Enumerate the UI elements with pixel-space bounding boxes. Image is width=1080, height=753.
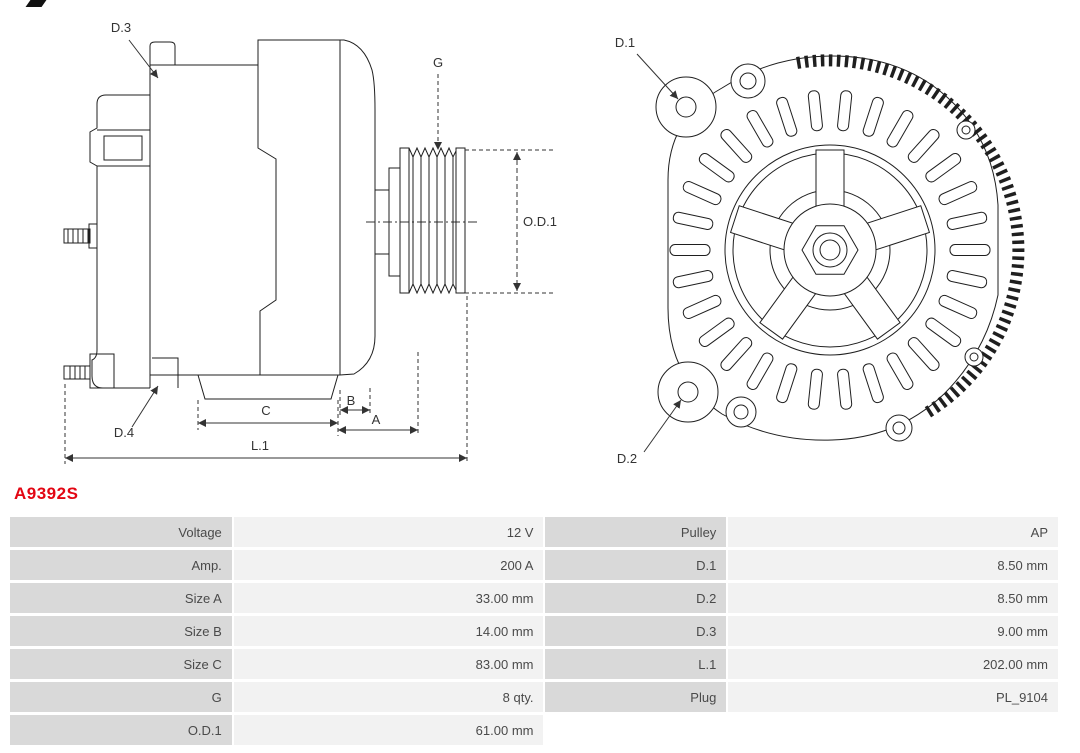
spec-label-cell: D.1 bbox=[545, 550, 727, 580]
dim-leader-d3 bbox=[128, 39, 159, 79]
spec-label-cell: Size B bbox=[10, 616, 232, 646]
mounting-hole-d2 bbox=[677, 381, 699, 403]
spec-value-cell: 33.00 mm bbox=[233, 583, 544, 613]
dim-leader-d2 bbox=[643, 399, 682, 453]
spec-row: O.D.1 61.00 mm bbox=[10, 715, 1058, 745]
mounting-lug-d1 bbox=[655, 76, 717, 138]
dim-label-d1: D.1 bbox=[615, 35, 635, 50]
spec-value-cell: 61.00 mm bbox=[233, 715, 544, 745]
spec-value-cell: 200 A bbox=[233, 550, 544, 580]
dim-label-d4: D.4 bbox=[114, 425, 134, 440]
spec-label-cell: Pulley bbox=[545, 517, 727, 547]
front-pulley bbox=[724, 144, 936, 356]
rear-housing-outline bbox=[89, 94, 150, 389]
mounting-holes bbox=[655, 63, 984, 442]
dim-label-g: G bbox=[433, 55, 443, 70]
dim-label-od1: O.D.1 bbox=[523, 214, 557, 229]
spec-label-cell: L.1 bbox=[545, 649, 727, 679]
spec-label-cell: G bbox=[10, 682, 232, 712]
dim-label-a: A bbox=[372, 412, 381, 427]
terminal-stud-top bbox=[63, 228, 91, 244]
spec-value-cell: 202.00 mm bbox=[728, 649, 1058, 679]
technical-diagram: D.3 G O.D.1 D.4 C B A L.1 bbox=[63, 20, 1025, 466]
spec-label-cell: D.2 bbox=[545, 583, 727, 613]
spec-row: Size B 14.00 mm D.3 9.00 mm bbox=[10, 616, 1058, 646]
dim-label-d3: D.3 bbox=[111, 20, 131, 35]
spec-label-cell: Size C bbox=[10, 649, 232, 679]
spec-row: Amp. 200 A D.1 8.50 mm bbox=[10, 550, 1058, 580]
rear-vent-window bbox=[103, 135, 143, 161]
spec-value-cell: 8 qty. bbox=[233, 682, 544, 712]
spec-label-cell: Size A bbox=[10, 583, 232, 613]
rear-housing-details bbox=[97, 129, 150, 167]
spec-row: Voltage 12 V Pulley AP bbox=[10, 517, 1058, 547]
od1-extension-lines bbox=[465, 149, 556, 294]
spec-table: Voltage 12 V Pulley AP Amp. 200 A D.1 8.… bbox=[10, 517, 1058, 745]
spec-value-cell: AP bbox=[728, 517, 1058, 547]
front-view-drawing: D.1 D.2 bbox=[615, 35, 1025, 466]
spec-value-cell: 83.00 mm bbox=[233, 649, 544, 679]
shaft-nut bbox=[801, 225, 859, 275]
side-view-drawing: D.3 G O.D.1 D.4 C B A L.1 bbox=[63, 20, 557, 464]
pulley bbox=[399, 146, 466, 295]
spec-row: Size A 33.00 mm D.2 8.50 mm bbox=[10, 583, 1058, 613]
spec-value-cell: PL_9104 bbox=[728, 682, 1058, 712]
spec-label-cell: Amp. bbox=[10, 550, 232, 580]
mounting-lug-d2 bbox=[657, 361, 719, 423]
spec-label-cell: D.3 bbox=[545, 616, 727, 646]
spec-value-cell: 14.00 mm bbox=[233, 616, 544, 646]
terminal-stud-bottom bbox=[63, 365, 91, 380]
spec-value-cell: 8.50 mm bbox=[728, 550, 1058, 580]
spec-value-cell: 9.00 mm bbox=[728, 616, 1058, 646]
part-number: A9392S bbox=[14, 484, 79, 503]
spec-label-cell: Voltage bbox=[10, 517, 232, 547]
mounting-hole-d1 bbox=[675, 96, 697, 118]
spec-value-cell: 8.50 mm bbox=[728, 583, 1058, 613]
dim-leader-d4 bbox=[131, 385, 159, 428]
terminal-stud-top-base bbox=[88, 223, 98, 249]
dim-label-b: B bbox=[347, 393, 356, 408]
spec-row: G 8 qty. Plug PL_9104 bbox=[10, 682, 1058, 712]
ventilation-slots bbox=[669, 90, 991, 410]
terminal-stud-top-threads bbox=[67, 229, 89, 243]
spec-row: Size C 83.00 mm L.1 202.00 mm bbox=[10, 649, 1058, 679]
front-housing-outline bbox=[149, 39, 376, 400]
terminal-stud-bottom-threads bbox=[69, 366, 91, 379]
dim-label-d2: D.2 bbox=[617, 451, 637, 466]
spec-value-cell: 12 V bbox=[233, 517, 544, 547]
spec-label-cell: Plug bbox=[545, 682, 727, 712]
dim-leader-d1 bbox=[636, 53, 679, 100]
dim-label-l1: L.1 bbox=[251, 438, 269, 453]
spec-label-cell: O.D.1 bbox=[10, 715, 232, 745]
stator-fins bbox=[796, 54, 1025, 420]
bottom-extension-lines bbox=[64, 296, 468, 464]
dim-label-c: C bbox=[261, 403, 270, 418]
